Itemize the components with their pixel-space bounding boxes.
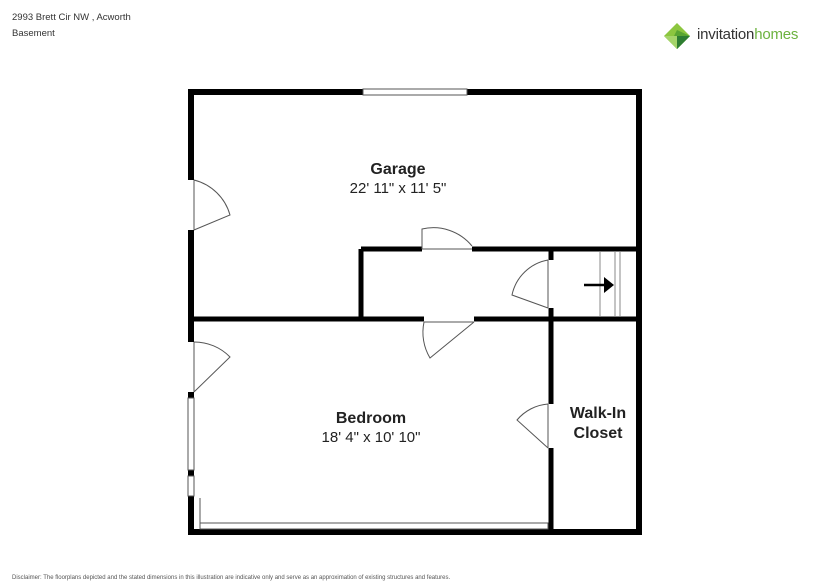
stair-door xyxy=(511,259,554,309)
brand-name-part2: homes xyxy=(754,26,799,43)
window-top xyxy=(362,88,468,96)
hall-door-top xyxy=(421,227,473,252)
garage-label: Garage xyxy=(370,161,425,178)
closet-door xyxy=(516,403,554,449)
brand-name-part1: invitation xyxy=(697,26,755,43)
walkin-closet-label-line1: Walk-In xyxy=(570,405,626,422)
window-left xyxy=(187,397,195,497)
window-bottom xyxy=(199,498,549,530)
disclaimer-text: Disclaimer: The floorplans depicted and … xyxy=(12,575,451,581)
bedroom-dimensions: 18' 4" x 10' 10" xyxy=(322,429,421,446)
brand-logo: invitationhomes xyxy=(663,22,813,52)
brand-wordmark: invitationhomes xyxy=(697,26,798,43)
bedroom-door-top xyxy=(422,316,475,359)
outer-walls xyxy=(188,89,642,535)
floor-level-label: Basement xyxy=(12,28,55,39)
property-address: 2993 Brett Cir NW , Acworth xyxy=(12,12,131,23)
bedroom-label: Bedroom xyxy=(336,410,406,427)
garage-dimensions: 22' 11" x 11' 5" xyxy=(350,180,447,197)
interior-walls xyxy=(191,246,639,532)
bedroom-door-left xyxy=(188,341,231,393)
garage-door-left xyxy=(188,179,231,231)
walkin-closet-label-line2: Closet xyxy=(574,425,624,442)
logo-mark-icon xyxy=(664,23,690,49)
stair-arrow-icon xyxy=(584,277,614,293)
